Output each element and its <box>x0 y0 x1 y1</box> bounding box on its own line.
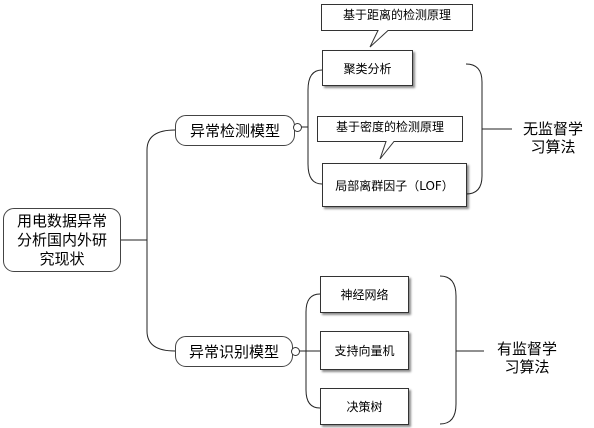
branch-anomaly-recognition[interactable]: 异常识别模型 <box>175 336 293 367</box>
root-node[interactable]: 用电数据异常分析国内外研究现状 <box>3 208 121 272</box>
leaf-decision-tree[interactable]: 决策树 <box>320 388 409 425</box>
branch-anomaly-detection[interactable]: 异常检测模型 <box>175 115 295 146</box>
collapse-toggle-icon[interactable] <box>293 123 302 132</box>
leaf-connector-lof <box>307 127 323 185</box>
collapse-toggle-icon[interactable] <box>291 347 300 356</box>
callout-distance-text: 基于距离的检测原理 <box>342 8 451 22</box>
leaf-connector-clustering <box>307 69 323 127</box>
leaf-svm[interactable]: 支持向量机 <box>320 331 409 370</box>
leaf-lof[interactable]: 局部离群因子（LOF） <box>322 163 467 207</box>
group-label-unsupervised: 无监督学习算法 <box>522 120 583 156</box>
group-label-supervised: 有监督学习算法 <box>496 340 557 376</box>
branch-1-connector <box>146 129 176 240</box>
branch-2-connector <box>146 240 176 352</box>
brace-unsupervised <box>465 63 483 195</box>
leaf-clustering[interactable]: 聚类分析 <box>322 50 413 86</box>
leaf-neural-network[interactable]: 神经网络 <box>320 276 409 313</box>
callout-density-shape <box>317 116 463 160</box>
leaf-connector-tree <box>305 351 321 409</box>
brace-supervised <box>439 275 457 425</box>
callout-distance-shape <box>321 4 473 48</box>
leaf-connector-nn <box>305 293 321 351</box>
callout-density-text: 基于密度的检测原理 <box>335 120 444 134</box>
